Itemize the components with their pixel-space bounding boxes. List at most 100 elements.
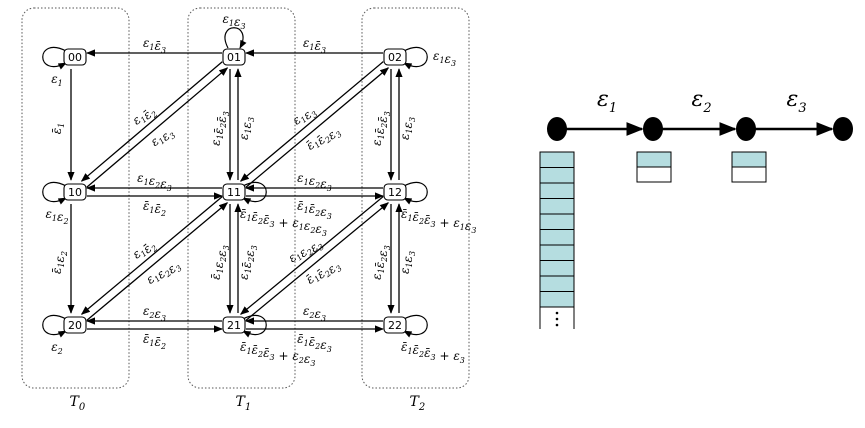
transition-label: ε̄1ε̄2ε3 xyxy=(297,199,332,221)
transition-label: ε̄1ε̄2ε3 xyxy=(297,332,332,354)
self-loop xyxy=(242,314,267,338)
buffer-cell-filled xyxy=(731,151,767,168)
state-node-label: 20 xyxy=(68,319,82,332)
transition-label: ε1ε̄2 xyxy=(130,236,160,265)
state-node: 12 xyxy=(383,183,407,201)
buffer-cell-filled xyxy=(539,182,575,199)
buffer-cell-empty xyxy=(731,166,767,183)
buffer-cell-filled xyxy=(539,260,575,277)
transition-label: ε1ε̄3 xyxy=(143,36,166,55)
transition-label: ε1ε̄2ε̄3 xyxy=(370,111,392,146)
transition-label: ε̄1 xyxy=(50,123,66,135)
transition-label: ε̄1ε̄2ε̄3 + ε2ε3 xyxy=(240,340,315,368)
self-loop xyxy=(42,314,67,338)
transition-label: ε2ε3 xyxy=(303,304,326,323)
self-loop xyxy=(403,314,428,338)
state-node: 01 xyxy=(222,48,246,66)
transition-label: ε1ε3 xyxy=(398,251,417,274)
transition-label: ε1ε3 xyxy=(148,123,178,152)
self-loop xyxy=(403,181,428,205)
transition-label: ε̄1ε̄2 xyxy=(143,332,166,351)
transition-label: ε1ε̄2ε3 xyxy=(237,245,259,280)
chain-link-label: ε1 xyxy=(597,87,617,116)
buffer-cell-filled xyxy=(539,275,575,292)
transition-label: ε̄1ε̄2 xyxy=(143,199,166,218)
transition-edge xyxy=(239,61,384,182)
buffer-cell-filled xyxy=(539,229,575,246)
transition-label: ε1ε3 xyxy=(398,117,417,140)
state-node: 22 xyxy=(383,316,407,334)
transition-label: ε1ε3 xyxy=(222,12,245,31)
self-loop xyxy=(242,181,267,205)
state-node-label: 12 xyxy=(388,186,402,199)
state-node-label: 10 xyxy=(68,186,82,199)
chain-link-label: ε2 xyxy=(692,87,712,116)
state-node: 00 xyxy=(63,48,87,66)
self-loop xyxy=(42,181,67,205)
stage-label: T1 xyxy=(236,394,252,413)
transition-label: ε1ε3 xyxy=(237,117,256,140)
stage-group-box xyxy=(21,7,130,389)
chain-node xyxy=(736,117,756,141)
transition-label: ε1ε2 xyxy=(45,207,68,226)
buffer-cell-empty xyxy=(636,166,672,183)
state-node-label: 21 xyxy=(227,319,241,332)
self-loop xyxy=(403,46,428,70)
self-loop xyxy=(224,27,247,49)
transition-label: ε̄1ε̄2ε̄3 + ε1ε2ε3 xyxy=(240,207,327,238)
transition-edges: ε1ε̄3ε1ε̄3ε̄1ε̄1ε̄2ε1ε2ε3ε̄1ε̄2ε3ε1ε2ε3ε… xyxy=(50,36,417,354)
state-node-label: 00 xyxy=(68,51,82,64)
state-node-label: 11 xyxy=(227,186,241,199)
transition-label: ε1 xyxy=(51,72,63,88)
buffer-continuation xyxy=(539,307,575,329)
transition-label: ε2ε3 xyxy=(143,304,166,323)
transition-label: ε1ε2ε3 xyxy=(285,232,326,271)
state-node-label: 22 xyxy=(388,319,402,332)
buffer-cell-filled xyxy=(539,151,575,168)
ellipsis-dot xyxy=(555,323,559,327)
transition-edge xyxy=(86,67,229,188)
transition-edge xyxy=(240,196,384,315)
ellipsis-dot xyxy=(555,311,559,315)
transition-edge xyxy=(80,61,223,182)
ellipsis-dot xyxy=(555,317,559,321)
stage-label: T0 xyxy=(70,394,86,413)
stage-label: T2 xyxy=(410,394,426,413)
transition-label: ε̄1ε̄2ε3 xyxy=(303,254,344,293)
chain-node xyxy=(547,117,567,141)
buffer-cell-filled xyxy=(539,213,575,230)
chain-link-label: ε3 xyxy=(787,87,807,116)
transition-label: ε̄1ε̄2ε̄3 + ε3 xyxy=(401,340,465,365)
tandem-chain: ε1 ε2 ε3 xyxy=(539,87,853,329)
state-node: 11 xyxy=(222,183,246,201)
state-node: 10 xyxy=(63,183,87,201)
transition-label: ε̄1ε̄2ε̄3 + ε1ε3 xyxy=(401,207,476,235)
transition-label: ε2 xyxy=(51,340,63,356)
transition-label: ε1ε2ε3 xyxy=(143,254,184,293)
transition-label: ε1ε̄2ε̄3 xyxy=(209,111,231,146)
state-nodes: 00 01 02 10 11 12 20 21 22 xyxy=(63,48,407,334)
buffer-cell-filled xyxy=(539,291,575,308)
state-node: 21 xyxy=(222,316,246,334)
transition-edge xyxy=(245,67,390,188)
state-node: 02 xyxy=(383,48,407,66)
state-node: 20 xyxy=(63,316,87,334)
transition-label: ε̄1ε̄2ε3 xyxy=(303,120,344,159)
stage-group-box xyxy=(187,7,296,389)
transition-label: ε1ε2ε3 xyxy=(137,171,172,193)
chain-node xyxy=(833,117,853,141)
buffer-cell-filled xyxy=(539,198,575,215)
buffer-cell-filled xyxy=(636,151,672,168)
self-loop xyxy=(42,46,67,70)
chain-node xyxy=(643,117,663,141)
transition-label: ε1ε2ε3 xyxy=(297,171,332,193)
transition-edge xyxy=(80,196,223,315)
buffer-cell-filled xyxy=(539,167,575,184)
transition-edge xyxy=(86,202,229,321)
transition-label: ε̄1ε2ε3 xyxy=(209,245,231,280)
transition-label: ε1ε̄3 xyxy=(303,36,326,55)
state-node-label: 01 xyxy=(227,51,241,64)
transition-label: ε1ε3 xyxy=(433,49,456,68)
